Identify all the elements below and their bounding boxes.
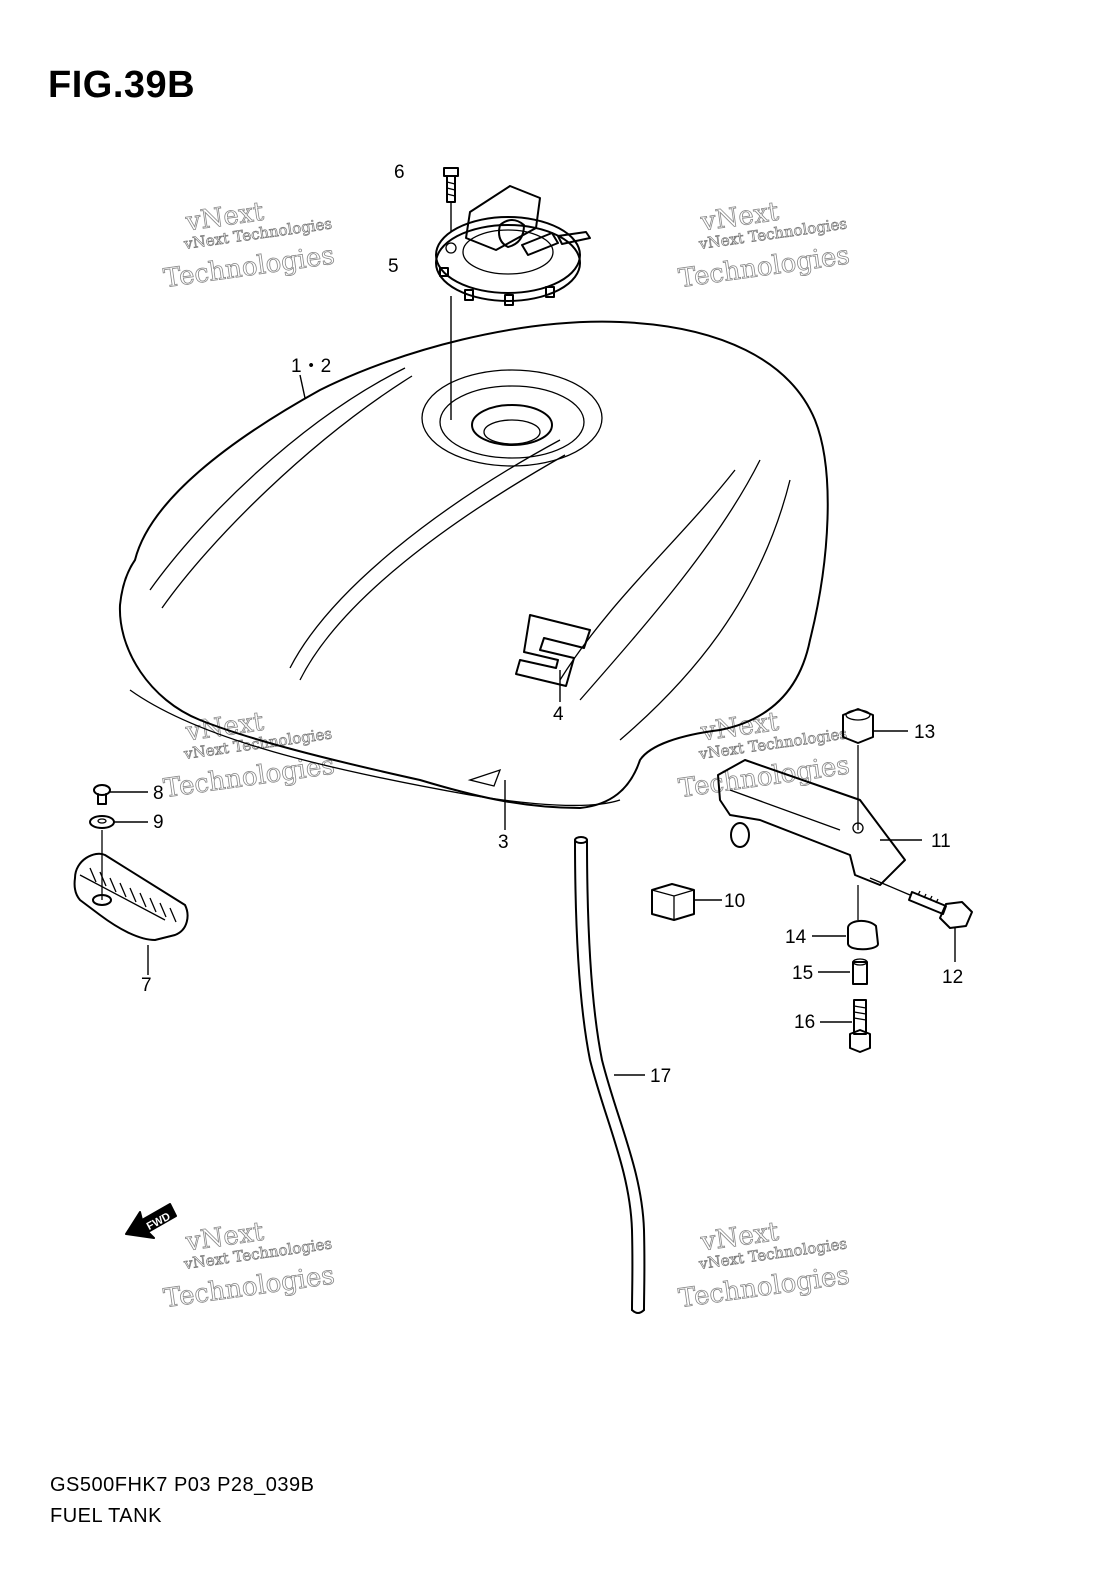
spacer-drawing xyxy=(818,958,868,985)
side-cushion-drawing xyxy=(73,852,189,975)
callout-11: 11 xyxy=(931,831,951,852)
cushion-block-drawing xyxy=(651,883,722,921)
fwd-arrow-icon: FWD xyxy=(125,1203,177,1239)
callout-14: 14 xyxy=(785,927,807,948)
model-code: GS500FHK7 P03 P28_039B xyxy=(50,1474,315,1496)
assembly-name: FUEL TANK xyxy=(50,1505,162,1527)
callout-12: 12 xyxy=(942,967,963,988)
callout-10: 10 xyxy=(724,891,745,912)
callout-5: 5 xyxy=(388,256,399,277)
callout-1-2: 1・2 xyxy=(291,356,331,377)
callout-7: 7 xyxy=(141,975,152,996)
callout-13: 13 xyxy=(914,722,935,743)
cushion-washer-drawing xyxy=(89,815,148,900)
cap-screw-drawing xyxy=(443,167,459,232)
fwd-label: FWD xyxy=(145,1210,173,1232)
callout-3: 3 xyxy=(498,832,509,853)
callout-15: 15 xyxy=(792,963,813,984)
rear-bracket-drawing xyxy=(717,759,922,886)
watermark-mid-left: vNext Technologies vNext Technologies xyxy=(161,706,336,804)
watermark-bottom-right: vNext Technologies vNext Technologies xyxy=(676,1216,851,1314)
callout-16: 16 xyxy=(794,1012,815,1033)
watermark-top-right: vNext Technologies vNext Technologies xyxy=(676,196,851,294)
tank-emblem-drawing xyxy=(515,614,591,702)
bracket-bolt-drawing xyxy=(869,877,973,962)
callout-4: 4 xyxy=(553,704,564,725)
callout-9: 9 xyxy=(153,812,164,833)
bracket-nut-drawing xyxy=(842,708,908,830)
drain-hose-drawing xyxy=(574,836,646,1314)
figure-title: FIG.39B xyxy=(48,64,196,106)
fuel-cap-drawing xyxy=(435,185,591,420)
leader-1-2 xyxy=(299,374,306,399)
mount-bolt-drawing xyxy=(820,999,871,1053)
callout-6: 6 xyxy=(394,162,405,183)
callout-17: 17 xyxy=(650,1066,671,1087)
watermark-top-left: vNext Technologies vNext Technologies xyxy=(161,196,336,294)
cushion-screw-drawing xyxy=(93,784,148,805)
callout-8: 8 xyxy=(153,783,164,804)
fuel-tank-drawing xyxy=(118,320,829,809)
rubber-mount-drawing xyxy=(812,885,879,951)
watermark-bottom-left: vNext Technologies vNext Technologies xyxy=(161,1216,336,1314)
